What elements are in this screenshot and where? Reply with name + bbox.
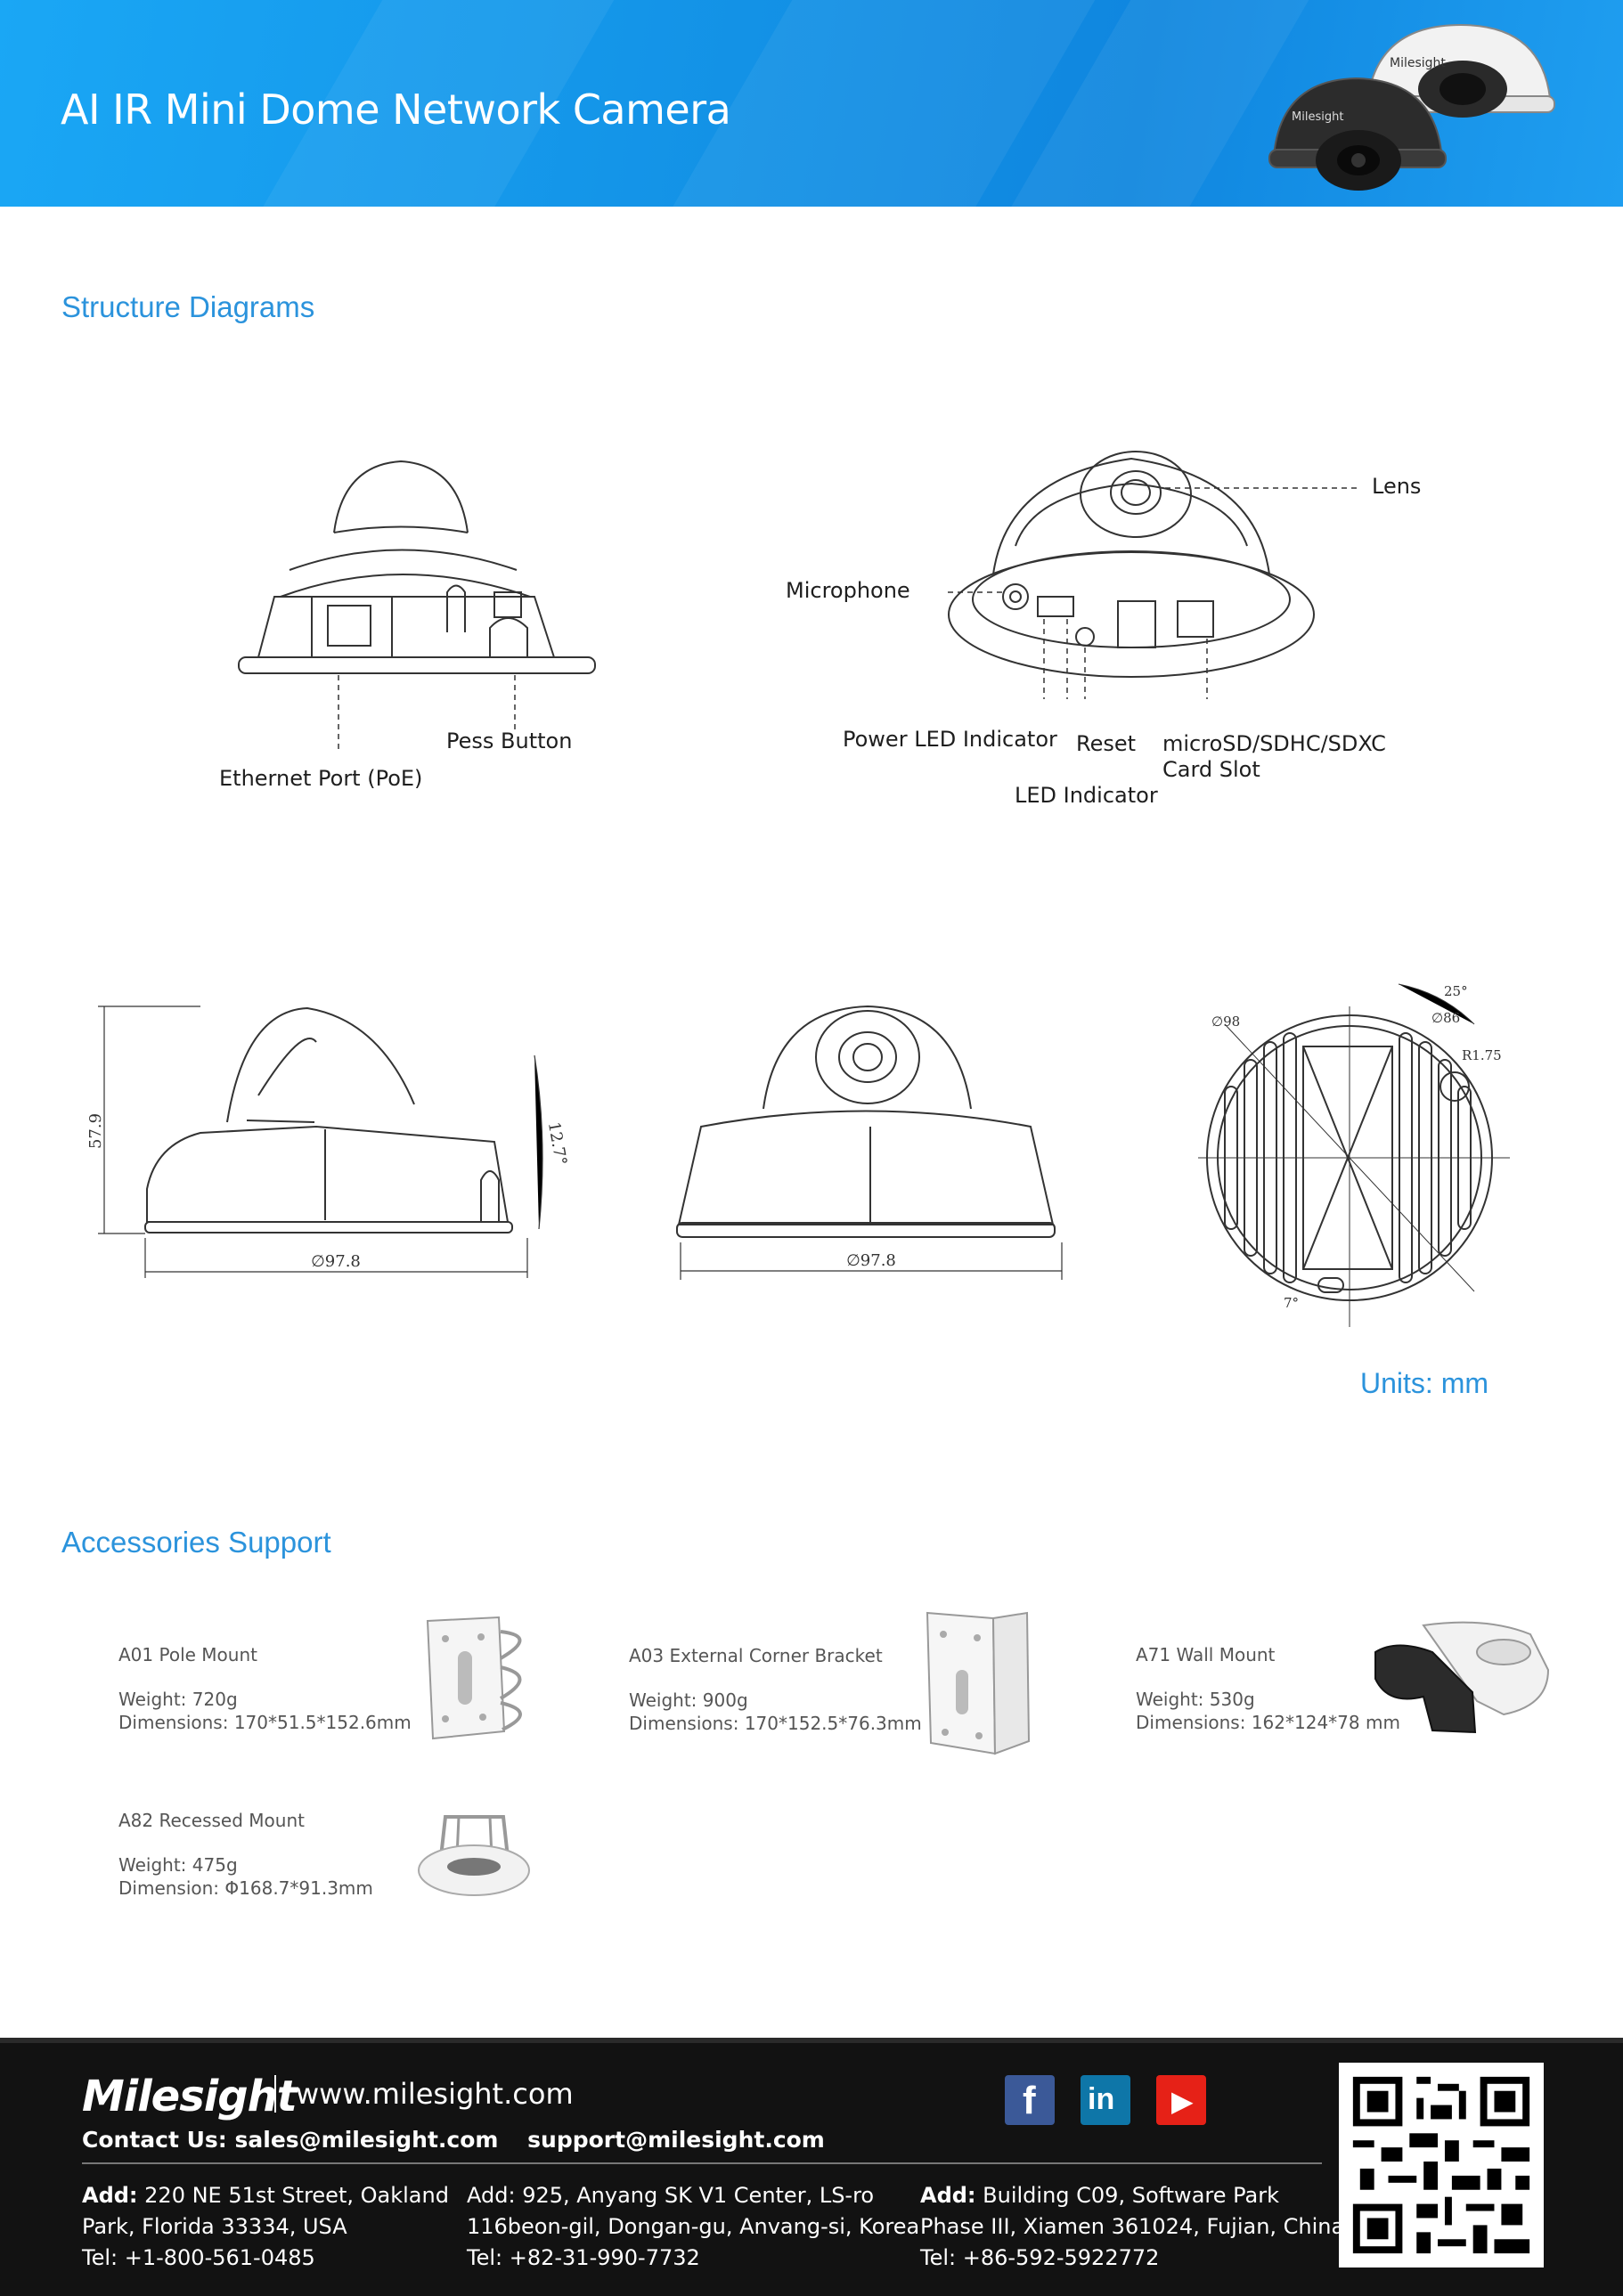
address-line2: Phase III, Xiamen 361024, Fujian, China [920, 2214, 1345, 2239]
contact-line: Contact Us: sales@milesight.com support@… [82, 2127, 846, 2153]
callout-power-led: Power LED Indicator [843, 727, 1057, 752]
address-line1: 220 NE 51st Street, Oakland [137, 2183, 449, 2208]
address-line1: 925, Anyang SK V1 Center, LS-ro [515, 2183, 875, 2208]
product-badge-white: Milesight [1390, 56, 1446, 70]
pole-mount-image [426, 1616, 522, 1740]
units-label: Units: mm [1360, 1367, 1488, 1399]
dim-diameter-side-label: ∅97.8 [311, 1252, 361, 1271]
callout-press-button: Pess Button [446, 729, 573, 753]
dim-tilt-label: 12.7° [544, 1120, 570, 1167]
linkedin-glyph: in [1088, 2082, 1115, 2116]
website-link[interactable]: www.milesight.com [296, 2077, 574, 2111]
accessory-item-a82: A82 Recessed Mount Weight: 475g Dimensio… [118, 1809, 373, 1900]
facebook-icon[interactable]: f [1005, 2075, 1055, 2125]
dim-base-d98-label: ∅98 [1211, 1014, 1240, 1030]
header-banner: AI IR Mini Dome Network Camera Milesight… [0, 0, 1623, 207]
callout-lens: Lens [1372, 474, 1422, 499]
recessed-mount-image [418, 1815, 530, 1896]
callout-microphone: Microphone [786, 578, 910, 603]
accessory-name: A82 Recessed Mount [118, 1810, 305, 1831]
footer-divider [82, 2162, 1322, 2164]
facebook-glyph: f [1023, 2079, 1036, 2122]
address-label: Add: [467, 2183, 516, 2208]
wall-mount-image [1374, 1621, 1550, 1734]
callout-reset: Reset [1076, 731, 1137, 756]
address-line2: 116beon-gil, Dongan-gu, Anvang-si, Korea [467, 2214, 920, 2239]
dim-height-label: 57.9 [86, 1113, 105, 1149]
dim-base-angle25-label: 25° [1444, 983, 1468, 999]
section-title-structure: Structure Diagrams [61, 290, 315, 323]
section-title-accessories: Accessories Support [61, 1526, 331, 1559]
dimension-front-view: ∅97.8 [676, 1005, 1063, 1280]
qr-code[interactable] [1339, 2063, 1544, 2268]
footer-topline [0, 2038, 1623, 2043]
accessory-dimensions: Dimensions: 162*124*78 mm [1136, 1712, 1400, 1733]
address-label: Add: [920, 2183, 976, 2208]
accessory-dimensions: Dimensions: 170*152.5*76.3mm [629, 1713, 922, 1734]
accessory-weight: Weight: 530g [1136, 1689, 1255, 1710]
sales-email[interactable]: Contact Us: sales@milesight.com [82, 2127, 499, 2153]
accessory-dimensions: Dimensions: 170*51.5*152.6mm [118, 1712, 412, 1733]
callout-card-slot: Card Slot [1162, 757, 1260, 782]
product-photo: Milesight Milesight [1268, 23, 1555, 191]
support-email[interactable]: support@milesight.com [527, 2127, 825, 2153]
page-title: AI IR Mini Dome Network Camera [61, 85, 731, 134]
brand-logo: Milesight [82, 2072, 298, 2121]
address-tel: Tel: +82-31-990-7732 [467, 2245, 700, 2270]
dimension-side-view: 57.9 12.7° ∅97.8 [86, 1006, 570, 1278]
address-line1: Building C09, Software Park [975, 2183, 1279, 2208]
youtube-glyph: ▶ [1171, 2084, 1194, 2118]
brand-separator [274, 2075, 276, 2113]
corner-bracket-image [926, 1611, 1031, 1755]
accessory-item-a03: A03 External Corner Bracket Weight: 900g… [629, 1644, 922, 1735]
accessory-weight: Weight: 720g [118, 1689, 238, 1710]
accessory-weight: Weight: 475g [118, 1854, 238, 1876]
diagram-side-cutaway [238, 460, 596, 753]
dim-base-r175-label: R1.75 [1462, 1047, 1502, 1063]
address-tel: Tel: +86-592-5922772 [920, 2245, 1160, 2270]
dim-base-angle7-label: 7° [1284, 1295, 1299, 1311]
dim-base-d86-label: ∅86 [1431, 1010, 1460, 1026]
address-line2: Park, Florida 33334, USA [82, 2214, 347, 2239]
accessory-name: A71 Wall Mount [1136, 1644, 1276, 1665]
callout-microsd: microSD/SDHC/SDXC [1162, 731, 1386, 756]
footer: Milesight www.milesight.com Contact Us: … [0, 2038, 1623, 2296]
diagram-three-quarter [944, 451, 1358, 699]
product-badge-black: Milesight [1292, 110, 1343, 124]
accessory-dimensions: Dimension: Φ168.7*91.3mm [118, 1877, 373, 1899]
accessory-name: A03 External Corner Bracket [629, 1645, 883, 1666]
address-label: Add: [82, 2183, 138, 2208]
callout-ethernet-port: Ethernet Port (PoE) [219, 766, 423, 791]
address-usa: Add: 220 NE 51st Street, Oakland Park, F… [82, 2180, 449, 2274]
accessory-item-a71: A71 Wall Mount Weight: 530g Dimensions: … [1136, 1643, 1400, 1734]
accessory-name: A01 Pole Mount [118, 1644, 257, 1665]
address-korea: Add: 925, Anyang SK V1 Center, LS-ro 116… [467, 2180, 919, 2274]
linkedin-icon[interactable]: in [1081, 2075, 1130, 2125]
youtube-icon[interactable]: ▶ [1156, 2075, 1206, 2125]
accessory-item-a01: A01 Pole Mount Weight: 720g Dimensions: … [118, 1643, 412, 1734]
address-china: Add: Building C09, Software Park Phase I… [920, 2180, 1344, 2274]
dim-diameter-front-label: ∅97.8 [846, 1251, 896, 1270]
address-tel: Tel: +1-800-561-0485 [82, 2245, 315, 2270]
callout-led-indicator: LED Indicator [1015, 783, 1158, 808]
dimension-base-plate: ∅98 ∅86 25° R1.75 7° [1198, 983, 1510, 1327]
accessory-weight: Weight: 900g [629, 1689, 748, 1711]
